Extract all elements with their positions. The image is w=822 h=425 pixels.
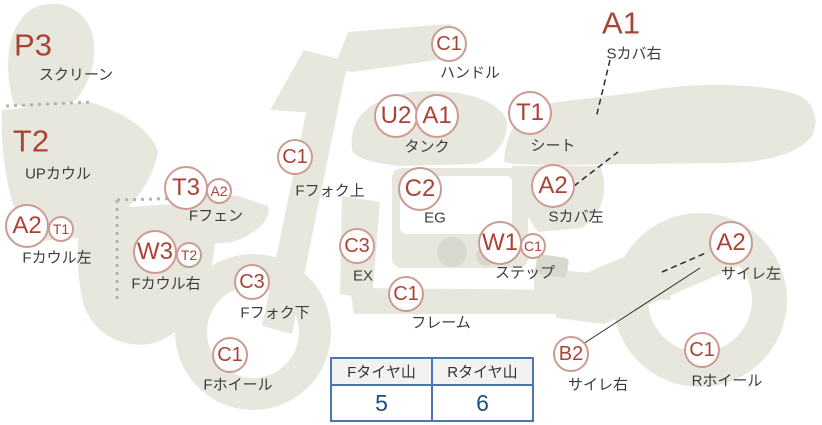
part-code-tank-u2: U2	[374, 94, 418, 138]
part-label-f-wheel: Fホイール	[203, 376, 273, 394]
part-code-frame: C1	[388, 276, 424, 312]
frame-underbody-shape	[350, 288, 574, 314]
part-label-silencer-left: サイレ左	[720, 265, 782, 283]
part-code-f-fork-upper: C1	[277, 139, 313, 175]
part-code-handlebar: C1	[431, 26, 467, 62]
part-label-r-wheel: Rホイール	[691, 372, 763, 390]
tire-tread-table: Fタイヤ山 Rタイヤ山 5 6	[330, 357, 534, 422]
part-label-s-cover-left: Sカバ左	[548, 208, 604, 226]
front-tire-tread-value: 5	[330, 384, 433, 422]
part-code-step: W1	[478, 221, 522, 265]
front-tire-tread-header: Fタイヤ山	[330, 357, 433, 386]
part-code-tank: A1	[415, 94, 459, 138]
part-code-s-cover-right: A1	[602, 5, 640, 41]
part-label-seat: シート	[530, 137, 576, 155]
part-label-f-fork-lower: Fフォク下	[240, 304, 310, 322]
part-code-r-wheel: C1	[684, 332, 720, 368]
part-label-up-cowl: UPカウル	[25, 165, 91, 183]
part-label-step: ステップ	[494, 264, 556, 282]
part-code-up-cowl: T2	[12, 123, 50, 159]
seat-tail-shape	[504, 84, 816, 165]
part-code-f-cowl-left: A2	[5, 204, 49, 248]
part-code-f-fender: T3	[164, 166, 208, 210]
part-code-f-fork-lower: C3	[234, 264, 270, 300]
silencer-left-dashed-pointer	[661, 251, 709, 273]
part-label-exhaust: EX	[352, 267, 374, 285]
part-label-silencer-right: サイレ右	[567, 376, 629, 394]
engine-cover-circle	[437, 237, 467, 267]
tire-table-value-row: 5 6	[330, 384, 534, 422]
part-code-s-cover-left: A2	[531, 164, 575, 208]
rear-tire-tread-header: Rタイヤ山	[431, 357, 534, 386]
part-label-tank: タンク	[404, 138, 450, 156]
part-label-frame: フレーム	[411, 314, 471, 332]
screen-shape	[8, 3, 95, 115]
tire-table-header-row: Fタイヤ山 Rタイヤ山	[330, 357, 534, 386]
part-subcode-step: C1	[520, 233, 546, 259]
part-label-s-cover-right: Sカバ右	[606, 45, 662, 63]
silencer-right-pointer-line	[582, 267, 701, 345]
part-subcode-f-cowl-right: T2	[176, 242, 202, 268]
part-subcode-f-fender: A2	[206, 178, 232, 204]
rear-tire-tread-value: 6	[431, 384, 534, 422]
part-label-f-fender: Fフェン	[188, 207, 244, 225]
part-label-handlebar: ハンドル	[439, 64, 501, 82]
part-subcode-f-cowl-left: T1	[48, 216, 74, 242]
part-code-engine: C2	[398, 167, 442, 211]
part-code-f-wheel: C1	[212, 337, 248, 373]
part-code-silencer-left: A2	[709, 221, 753, 265]
part-code-screen: P3	[14, 27, 52, 63]
part-code-seat: T1	[508, 91, 552, 135]
front-fork-shape	[262, 64, 346, 334]
part-label-engine: EG	[424, 209, 446, 227]
part-code-silencer-right: B2	[553, 336, 589, 372]
part-label-f-cowl-left: Fカウル左	[22, 249, 92, 267]
fork-crown-shape	[270, 50, 350, 114]
part-label-f-fork-upper: Fフォク上	[295, 182, 365, 200]
part-code-f-cowl-right: W3	[133, 230, 177, 274]
upper-cowl-shape	[1, 102, 159, 242]
muffler-shape	[550, 226, 748, 324]
part-code-exhaust: C3	[339, 228, 375, 264]
step-shape	[535, 254, 569, 278]
part-label-f-cowl-right: Fカウル右	[131, 275, 201, 293]
part-label-screen: スクリーン	[38, 66, 114, 84]
